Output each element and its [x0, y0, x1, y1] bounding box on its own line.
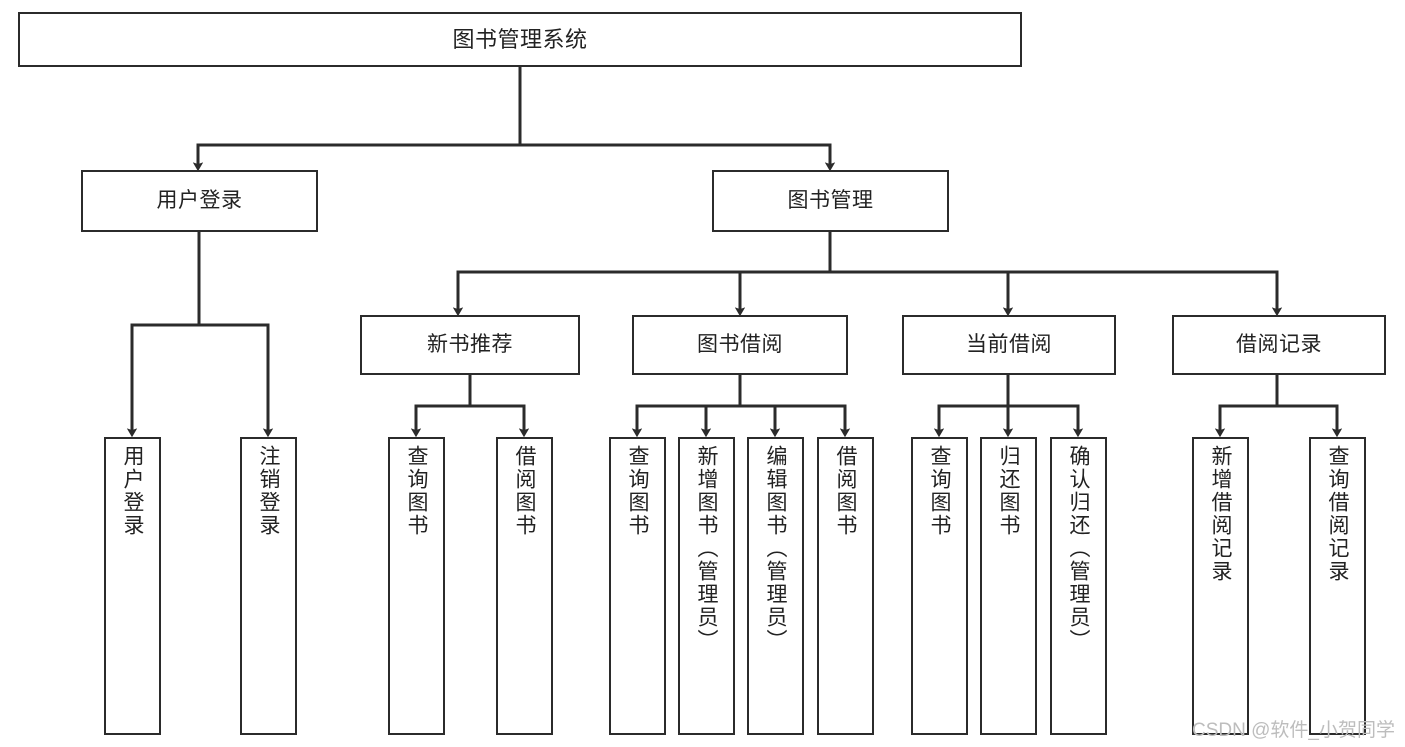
- node-leaf-borrow-book[interactable]: 借阅图书: [817, 437, 874, 735]
- node-new-book-recommend[interactable]: 新书推荐: [360, 315, 580, 375]
- node-label: 注销登录: [257, 445, 280, 537]
- node-book-manage[interactable]: 图书管理: [712, 170, 949, 232]
- node-leaf-add-borrow-record[interactable]: 新增借阅记录: [1192, 437, 1249, 735]
- node-label: 借阅记录: [1236, 332, 1322, 356]
- node-leaf-user-login[interactable]: 用户登录: [104, 437, 161, 735]
- node-label: 新增图书（管理员）: [695, 445, 718, 652]
- node-label: 新书推荐: [427, 332, 513, 356]
- node-label: 借阅图书: [834, 445, 857, 537]
- node-label: 确认归还（管理员）: [1067, 445, 1090, 652]
- node-borrow-record[interactable]: 借阅记录: [1172, 315, 1386, 375]
- node-user-login[interactable]: 用户登录: [81, 170, 318, 232]
- node-label: 当前借阅: [966, 332, 1052, 356]
- node-label: 用户登录: [121, 445, 144, 537]
- node-label: 借阅图书: [513, 445, 536, 537]
- node-label: 新增借阅记录: [1209, 445, 1232, 583]
- node-label: 归还图书: [997, 445, 1020, 537]
- node-leaf-confirm-return-admin[interactable]: 确认归还（管理员）: [1050, 437, 1107, 735]
- node-label: 查询图书: [626, 445, 649, 537]
- node-label: 查询借阅记录: [1326, 445, 1349, 583]
- node-label: 查询图书: [405, 445, 428, 537]
- node-leaf-query-borrow-record[interactable]: 查询借阅记录: [1309, 437, 1366, 735]
- node-leaf-query-book-recommend[interactable]: 查询图书: [388, 437, 445, 735]
- node-label: 用户登录: [156, 188, 243, 212]
- node-leaf-logout-login[interactable]: 注销登录: [240, 437, 297, 735]
- node-label: 编辑图书（管理员）: [764, 445, 787, 652]
- node-label: 查询图书: [928, 445, 951, 537]
- node-label: 图书管理: [787, 188, 874, 212]
- node-book-borrow[interactable]: 图书借阅: [632, 315, 848, 375]
- node-leaf-return-book[interactable]: 归还图书: [980, 437, 1037, 735]
- node-leaf-edit-book-admin[interactable]: 编辑图书（管理员）: [747, 437, 804, 735]
- node-label: 图书借阅: [697, 332, 783, 356]
- node-current-borrow[interactable]: 当前借阅: [902, 315, 1116, 375]
- node-leaf-borrow-book-recommend[interactable]: 借阅图书: [496, 437, 553, 735]
- node-label: 图书管理系统: [452, 26, 588, 52]
- node-root-book-management-system[interactable]: 图书管理系统: [18, 12, 1022, 67]
- node-leaf-query-book-current[interactable]: 查询图书: [911, 437, 968, 735]
- node-leaf-query-book-borrow[interactable]: 查询图书: [609, 437, 666, 735]
- node-leaf-add-book-admin[interactable]: 新增图书（管理员）: [678, 437, 735, 735]
